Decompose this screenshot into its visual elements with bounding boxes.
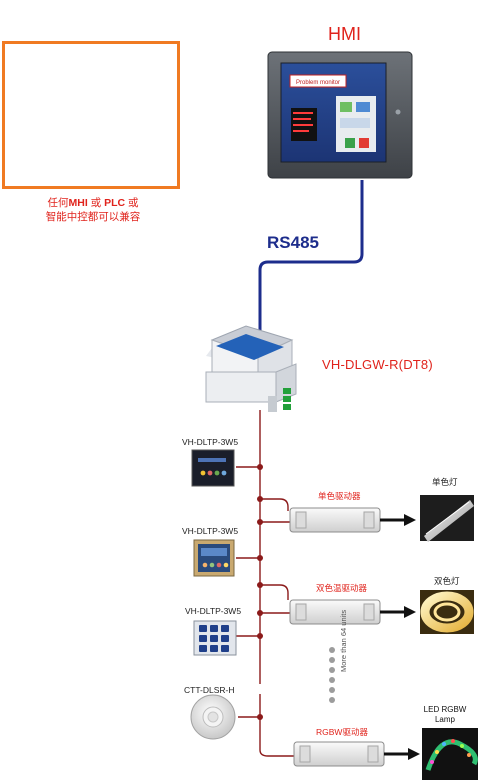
bus-junction: [257, 464, 263, 470]
hmi-device: Problem monitor: [267, 51, 413, 179]
occupancy-sensor: [190, 694, 236, 740]
touch-panel-3: [193, 620, 237, 656]
hmi-compat-caption: 任何MHI 或 PLC 或 智能中控都可以兼容: [0, 196, 186, 224]
bus-junction: [257, 582, 263, 588]
hmi-screen-text: Problem monitor: [296, 80, 340, 86]
caption-line-2: 智能中控都可以兼容: [45, 211, 141, 223]
gateway-label: VH-DLGW-R(DT8): [322, 357, 433, 372]
hmi-products-frame: [2, 41, 180, 189]
gateway-device: [205, 325, 297, 412]
driver-1: [289, 507, 381, 533]
driver-3: [293, 741, 385, 767]
driver-label: 双色温驱动器: [316, 583, 368, 593]
sensor-label: CTT-DLSR-H: [184, 685, 235, 695]
led-strip-rgbw: [422, 728, 478, 780]
rs485-label: RS485: [267, 233, 319, 252]
led-strip-warm: [420, 590, 474, 634]
tube-lamp: [420, 495, 474, 542]
caption-text: 或: [125, 197, 139, 209]
caption-mhi: MHI: [68, 197, 88, 209]
bus-junction: [257, 610, 263, 616]
lamp-label: LED RGBW Lamp: [423, 705, 467, 724]
driver-2: [289, 599, 381, 625]
panel-label: VH-DLTP-3W5: [182, 437, 239, 447]
output-arrows: [380, 514, 420, 760]
touch-panel-2: [193, 539, 235, 577]
more-units-label: More than 64 units: [339, 609, 348, 672]
driver-label: 单色驱动器: [318, 491, 361, 501]
rs485-cable: [258, 180, 364, 340]
dali-bus: [236, 410, 294, 757]
bus-junction: [257, 519, 263, 525]
bus-junction: [257, 633, 263, 639]
more-units-dots: [329, 647, 335, 703]
bus-junction: [257, 555, 263, 561]
caption-text: 或: [87, 197, 105, 209]
bus-junction: [257, 714, 263, 720]
bus-junction: [257, 496, 263, 502]
driver-label: RGBW驱动器: [316, 727, 368, 737]
lamp-label: 双色灯: [434, 576, 460, 586]
caption-plc: PLC: [104, 197, 126, 209]
panel-label: VH-DLTP-3W5: [182, 526, 239, 536]
hmi-title: HMI: [328, 24, 361, 44]
panel-label: VH-DLTP-3W5: [185, 606, 242, 616]
caption-text: 任何: [47, 197, 69, 209]
lamp-label: 单色灯: [432, 477, 458, 487]
touch-panel-1: [191, 449, 235, 487]
